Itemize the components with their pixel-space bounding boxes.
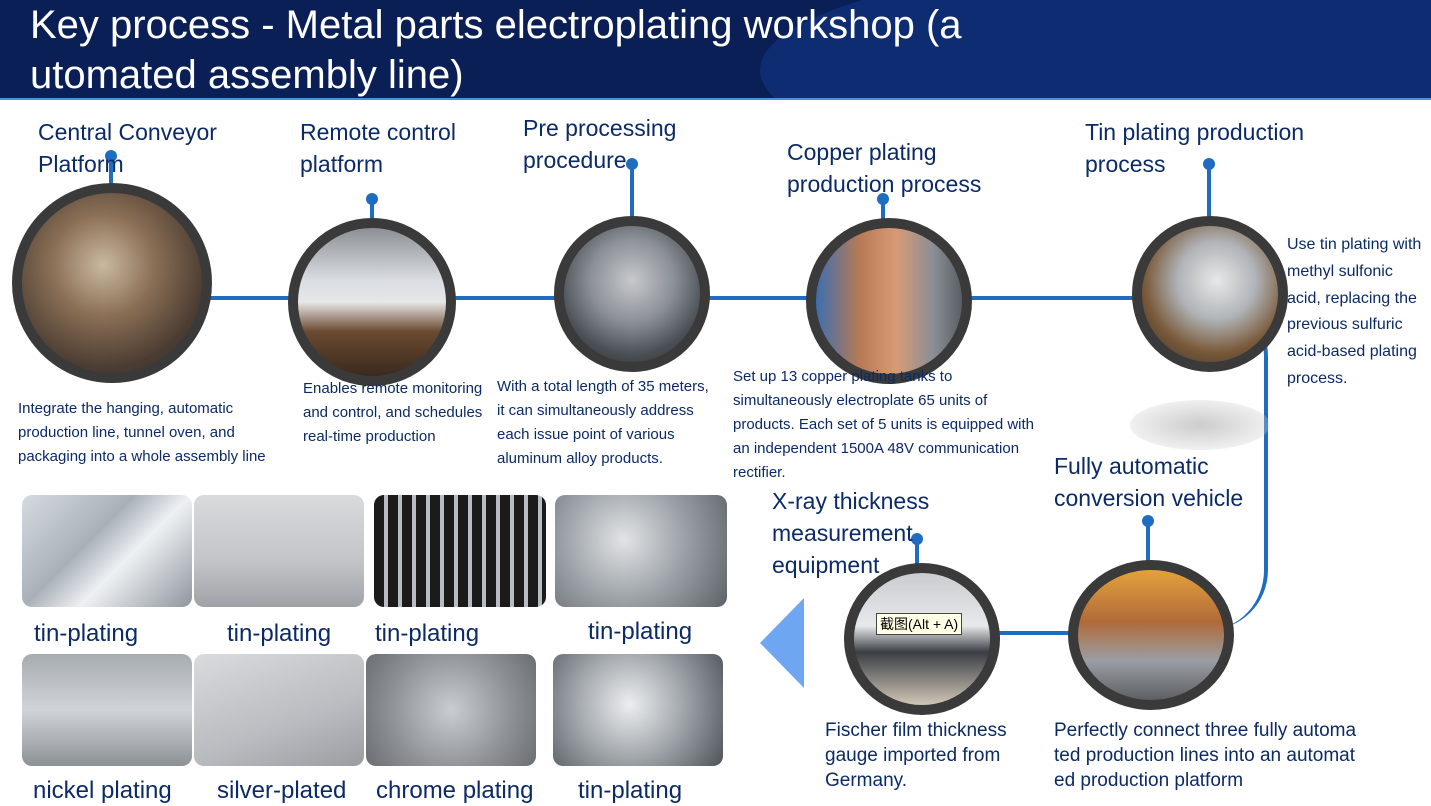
sample-photo <box>194 654 364 766</box>
connector <box>881 200 885 228</box>
header-swoosh <box>760 0 1431 100</box>
header-stripe <box>0 98 1431 100</box>
stage-desc-copper: Set up 13 copper plating tanks to simult… <box>733 368 1035 481</box>
remote-control-photo <box>288 218 456 386</box>
connector-dot <box>877 193 889 205</box>
xray-equipment-photo <box>844 563 1000 715</box>
stage-title-conveyor: Central Conveyor Platform <box>38 119 217 177</box>
conversion-vehicle-photo <box>1068 560 1234 710</box>
sample-label: tin-plating <box>227 620 332 647</box>
connector-dot <box>366 193 378 205</box>
pre-processing-photo <box>554 216 710 372</box>
connector <box>1207 165 1211 221</box>
stage-desc-tin: Use tin plating with methyl sulfonic aci… <box>1287 236 1422 387</box>
connector-dot <box>1203 158 1215 170</box>
stage-desc-pre-processing: With a total length of 35 meters, it can… <box>497 378 709 467</box>
timeline-line-lower <box>920 631 1210 635</box>
sample-label: tin-plating <box>34 620 139 647</box>
copper-plating-photo <box>806 218 972 384</box>
header-banner <box>0 0 1431 100</box>
sample-photo <box>194 495 364 607</box>
conveyor-photo <box>12 183 212 383</box>
connector-dot <box>105 150 117 162</box>
sample-label: tin-plating <box>375 620 480 647</box>
connector <box>1146 522 1150 566</box>
stage-title-remote: Remote control platform <box>300 119 456 177</box>
stage-title-tin: Tin plating production process <box>1085 119 1305 177</box>
page-title: Key process - Metal parts electroplating… <box>30 3 962 97</box>
stage-title-pre-processing: Pre processing procedure <box>523 115 677 173</box>
sample-photo <box>22 654 192 766</box>
connector <box>915 540 919 566</box>
sample-label: tin-plating <box>578 777 683 804</box>
stage-desc-vehicle: Perfectly connect three fully automated … <box>1054 720 1357 791</box>
tin-plating-photo <box>1132 216 1288 372</box>
sample-label: nickel plating <box>33 777 172 804</box>
sample-photo <box>374 495 546 607</box>
connector <box>109 158 113 188</box>
connector-dot <box>911 533 923 545</box>
sample-label: chrome plating <box>376 777 534 804</box>
sample-photo <box>366 654 536 766</box>
stage-title-copper: Copper plating production process <box>787 139 982 197</box>
stage-desc-remote: Enables remote monitoring and control, a… <box>303 380 483 445</box>
connector-dot <box>626 158 638 170</box>
screenshot-tooltip: 截图(Alt + A) <box>876 613 963 635</box>
connector <box>630 165 634 220</box>
stage-desc-xray: Fischer film thickness gauge imported fr… <box>825 720 1007 791</box>
sample-photo <box>555 495 727 607</box>
sample-label: tin-plating <box>588 618 693 645</box>
sample-label: silver-plated <box>217 777 347 804</box>
left-arrow-icon <box>760 598 804 688</box>
connector-dot <box>1142 515 1154 527</box>
shadow-decor <box>1130 400 1270 450</box>
stage-desc-conveyor: Integrate the hanging, automatic product… <box>18 400 266 465</box>
connector <box>370 200 374 228</box>
timeline-curve <box>1150 296 1268 630</box>
sample-photo <box>22 495 192 607</box>
stage-title-xray: X-ray thickness measurement equipment <box>772 488 930 578</box>
sample-photo <box>553 654 723 766</box>
stage-title-vehicle: Fully automatic conversion vehicle <box>1054 453 1244 511</box>
